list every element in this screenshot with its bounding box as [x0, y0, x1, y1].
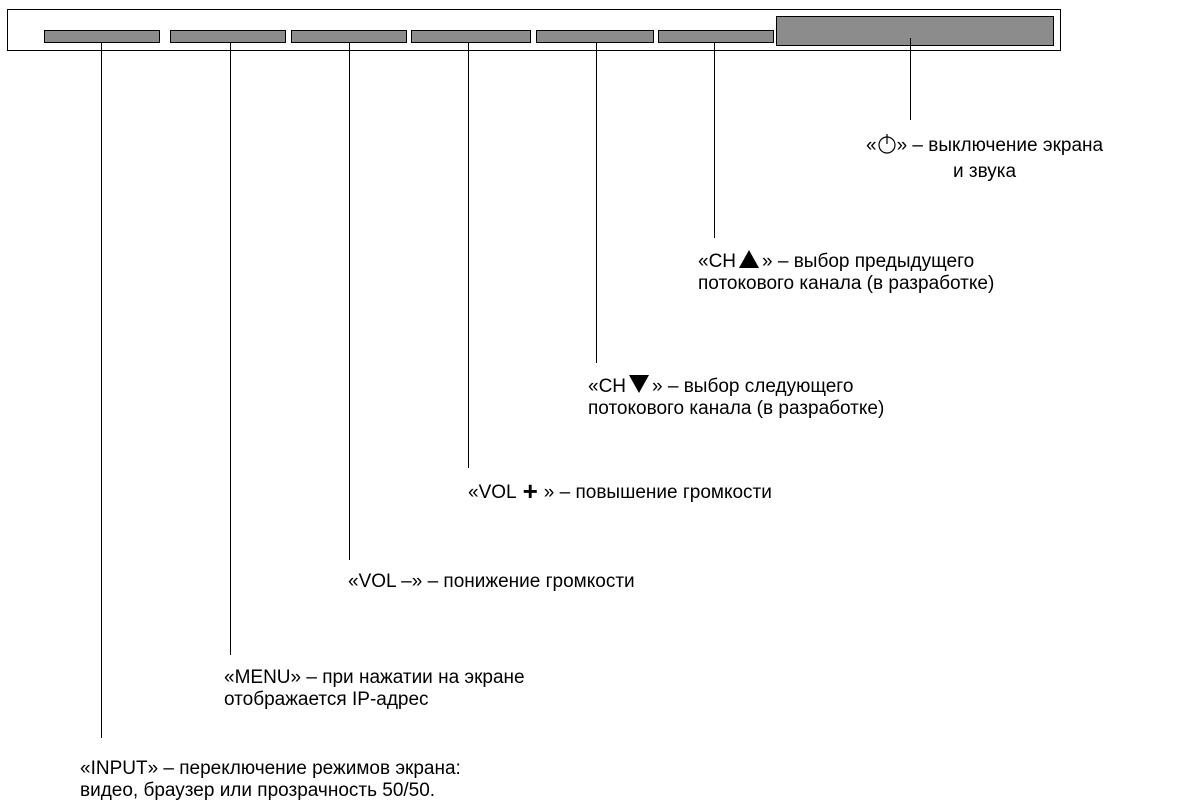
ch-down-line2: потокового канала (в разработке): [588, 398, 885, 419]
power-label: « » – выключение экрана и звука: [866, 133, 1103, 183]
leader-line-power: [910, 38, 911, 120]
leader-line-vol-up: [468, 43, 469, 468]
menu-label-line2: отображается IP-адрес: [224, 689, 429, 710]
triangle-up-icon: [739, 250, 760, 268]
leader-line-input: [101, 43, 102, 738]
input-label: «INPUT» – переключение режимов экрана: в…: [80, 758, 461, 802]
power-label-text: » – выключение экрана: [896, 135, 1104, 156]
menu-label-line1: «MENU» – при нажатии на экране: [224, 667, 525, 688]
vol-down-button[interactable]: [291, 30, 407, 43]
input-button[interactable]: [44, 30, 160, 43]
leader-line-vol-down: [349, 43, 350, 560]
ch-down-suffix: » – выбор следующего: [652, 376, 854, 397]
ch-up-button[interactable]: [658, 30, 774, 43]
input-label-line2: видео, браузер или прозрачность 50/50.: [80, 780, 436, 801]
leader-line-menu: [230, 43, 231, 655]
vol-up-suffix: » – повышение громкости: [543, 482, 772, 503]
ch-up-label: «CH » – выбор предыдущего потокового кана…: [698, 250, 994, 295]
power-icon: [877, 133, 897, 161]
menu-label: «MENU» – при нажатии на экране отображае…: [224, 667, 525, 711]
vol-up-button[interactable]: [411, 30, 531, 43]
power-label-prefix: «: [866, 135, 877, 156]
ch-down-label: «CH » – выбор следующего потокового канал…: [588, 375, 884, 420]
leader-line-ch-down: [596, 43, 597, 363]
leader-line-ch-up: [714, 43, 715, 238]
power-button[interactable]: [776, 16, 1054, 46]
triangle-down-icon: [629, 375, 650, 393]
ch-down-button[interactable]: [536, 30, 654, 43]
input-label-line1: «INPUT» – переключение режимов экрана:: [80, 758, 461, 779]
plus-icon: +: [522, 476, 538, 506]
vol-down-label: «VOL –» – понижение громкости: [348, 571, 635, 593]
ch-up-line2: потокового канала (в разработке): [698, 273, 995, 294]
menu-button[interactable]: [170, 30, 286, 43]
vol-up-prefix: «VOL: [468, 482, 517, 503]
power-label-line2: и звука: [953, 161, 1017, 182]
vol-up-label: «VOL+» – повышение громкости: [468, 478, 772, 504]
ch-down-prefix: «CH: [588, 376, 627, 397]
ch-up-prefix: «CH: [698, 251, 737, 272]
ch-up-suffix: » – выбор предыдущего: [762, 251, 975, 272]
vol-down-text: «VOL –» – понижение громкости: [348, 571, 635, 592]
